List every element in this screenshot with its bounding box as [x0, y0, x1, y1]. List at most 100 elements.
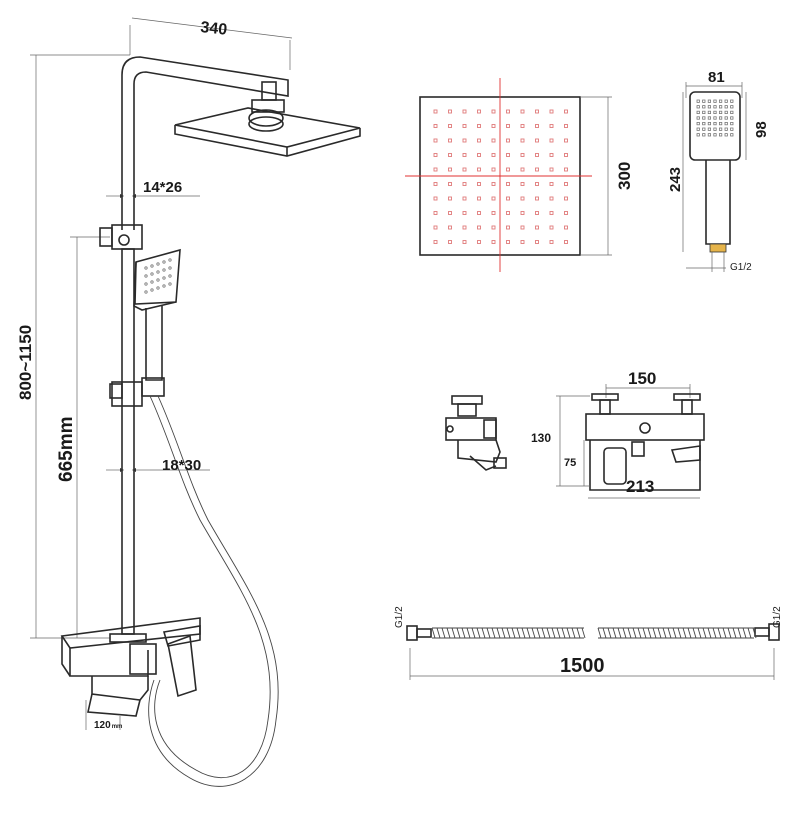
plate-hole [477, 167, 481, 172]
plate-hole [433, 167, 438, 172]
plate-hole [506, 124, 510, 128]
mixer-body [69, 648, 149, 677]
hose-coil [682, 627, 687, 639]
plate-hole [448, 109, 452, 114]
plate-hole [433, 153, 438, 157]
hose-coil [581, 627, 586, 639]
plate-hole [564, 182, 568, 186]
hose-coil [546, 627, 551, 639]
mixer-lever [167, 634, 197, 698]
bath-spout [91, 676, 149, 701]
hand-hole [713, 133, 717, 137]
label-340: 340 [200, 19, 228, 39]
hand-hole [719, 110, 723, 114]
hand-hole [730, 105, 734, 109]
hand-hole [702, 105, 706, 109]
plate-hole [535, 211, 539, 215]
hose-coil [707, 627, 712, 639]
hand-hole [719, 122, 723, 126]
slide-rail [121, 248, 135, 635]
plate-hole [477, 196, 481, 201]
hand-shower-handle-front [705, 160, 731, 245]
upper-pipe [121, 56, 289, 230]
plate-hole [433, 109, 438, 114]
hose-coil [642, 627, 647, 639]
hand-hole [702, 133, 706, 137]
hand-hole [719, 99, 723, 103]
label-98: 98 [753, 121, 770, 138]
hand-hole [713, 122, 717, 126]
plate-hole [520, 124, 525, 128]
label-lower-pipe: 18*30 [162, 457, 201, 474]
plate-hole [491, 182, 496, 186]
hand-hole [696, 105, 700, 109]
plate-hole [506, 167, 510, 172]
hand-hole [696, 99, 700, 103]
hose-coil [712, 627, 717, 639]
plate-hole [520, 225, 525, 230]
plate-hole [549, 225, 554, 230]
plate-hole [535, 196, 539, 201]
hand-hole [713, 110, 717, 114]
plate-hole [491, 225, 496, 230]
plate-hole [433, 196, 438, 201]
hose-coil [597, 627, 602, 639]
mixer-front-lever [603, 447, 627, 485]
hand-hole [719, 116, 723, 120]
hose-coil [727, 627, 732, 639]
plate-hole [564, 211, 568, 215]
plate-hole [448, 167, 452, 172]
plate-hole [549, 211, 554, 215]
plate-hole [477, 109, 481, 114]
hose-coil [657, 627, 662, 639]
hose-coil [476, 627, 481, 639]
hand-hole [707, 99, 712, 103]
plate-hole [506, 138, 510, 143]
plate-hole [535, 109, 539, 114]
hose-coil [607, 627, 612, 639]
plate-hole [564, 167, 568, 172]
hose-coil [732, 627, 737, 639]
label-130: 130 [531, 431, 551, 445]
shower-column-assembly [30, 17, 361, 787]
label-spout: 120mm [94, 720, 122, 731]
hose-coil [501, 627, 506, 639]
label-hose-right-thread: G1/2 [772, 606, 783, 628]
hand-hole [702, 116, 706, 120]
hose-coil [516, 627, 521, 639]
plate-hole [462, 167, 467, 172]
plate-hole [491, 138, 496, 143]
rain-head-plate-view [405, 78, 612, 272]
hand-hole [696, 116, 700, 120]
plate-hole [433, 182, 438, 186]
hand-hole [696, 127, 700, 131]
plate-hole [520, 109, 525, 114]
hose-coil [576, 627, 581, 639]
hose-coil [511, 627, 516, 639]
hand-shower-head-side [134, 248, 181, 305]
hose-coil [622, 627, 627, 639]
plate-hole [491, 167, 496, 172]
hand-hole [707, 127, 712, 131]
hose-coils [431, 627, 757, 639]
hose-coil [541, 627, 546, 639]
hose-coil [536, 627, 541, 639]
plate-spray-holes [433, 109, 568, 244]
hose-coil [677, 627, 682, 639]
plate-hole [491, 211, 496, 215]
hand-hole [724, 133, 728, 137]
dim-line-340 [131, 17, 293, 39]
hand-shower-spray-holes [696, 99, 734, 137]
hand-hole [730, 127, 734, 131]
plate-hole [491, 240, 496, 244]
plate-hole [477, 225, 481, 230]
plate-hole [535, 167, 539, 172]
hand-hole [713, 105, 717, 109]
label-81: 81 [708, 69, 725, 86]
plate-hole [477, 211, 481, 215]
plate-hole [448, 182, 452, 186]
plate-hole [535, 153, 539, 157]
plate-hole [535, 240, 539, 244]
plate-hole [506, 211, 510, 215]
